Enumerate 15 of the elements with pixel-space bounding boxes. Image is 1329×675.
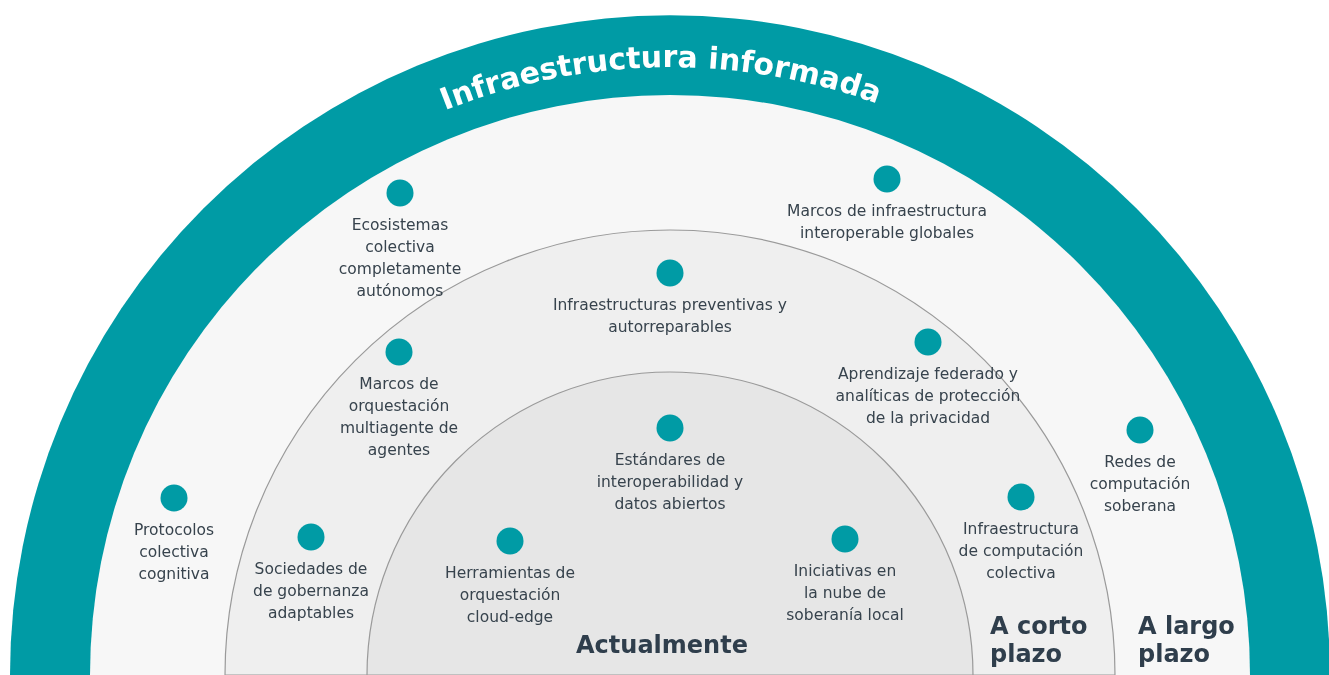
item-label: Estándares de interoperabilidad y datos abiertos	[595, 450, 745, 515]
item-label: Marcos de orquestación multiagente de agentes	[338, 374, 460, 461]
item-label: Infraestructura de computación colectiva	[957, 519, 1085, 584]
horizon-heading: Actualmente	[575, 631, 749, 659]
item-label: Redes de computación soberana	[1088, 452, 1192, 517]
item-label: Aprendizaje federado y analíticas de protección de la privacidad	[834, 364, 1022, 429]
item-label: Marcos de infraestructura interoperable globales	[786, 201, 988, 244]
item-label: Iniciativas en la nube de soberanía local	[785, 561, 905, 626]
item-label: Protocolos colectiva cognitiva	[133, 520, 215, 585]
item-label: Sociedades de de gobernanza adaptables	[252, 559, 370, 624]
horizon-heading: A largo plazo	[1138, 612, 1236, 668]
item-label: Infraestructuras preventivas y autorreparables	[551, 295, 789, 338]
item-label: Herramientas de orquestación cloud-edge	[444, 563, 576, 628]
item-label: Ecosistemas colectiva completamente autónomos	[337, 215, 463, 302]
horizon-heading: A corto plazo	[990, 612, 1089, 668]
